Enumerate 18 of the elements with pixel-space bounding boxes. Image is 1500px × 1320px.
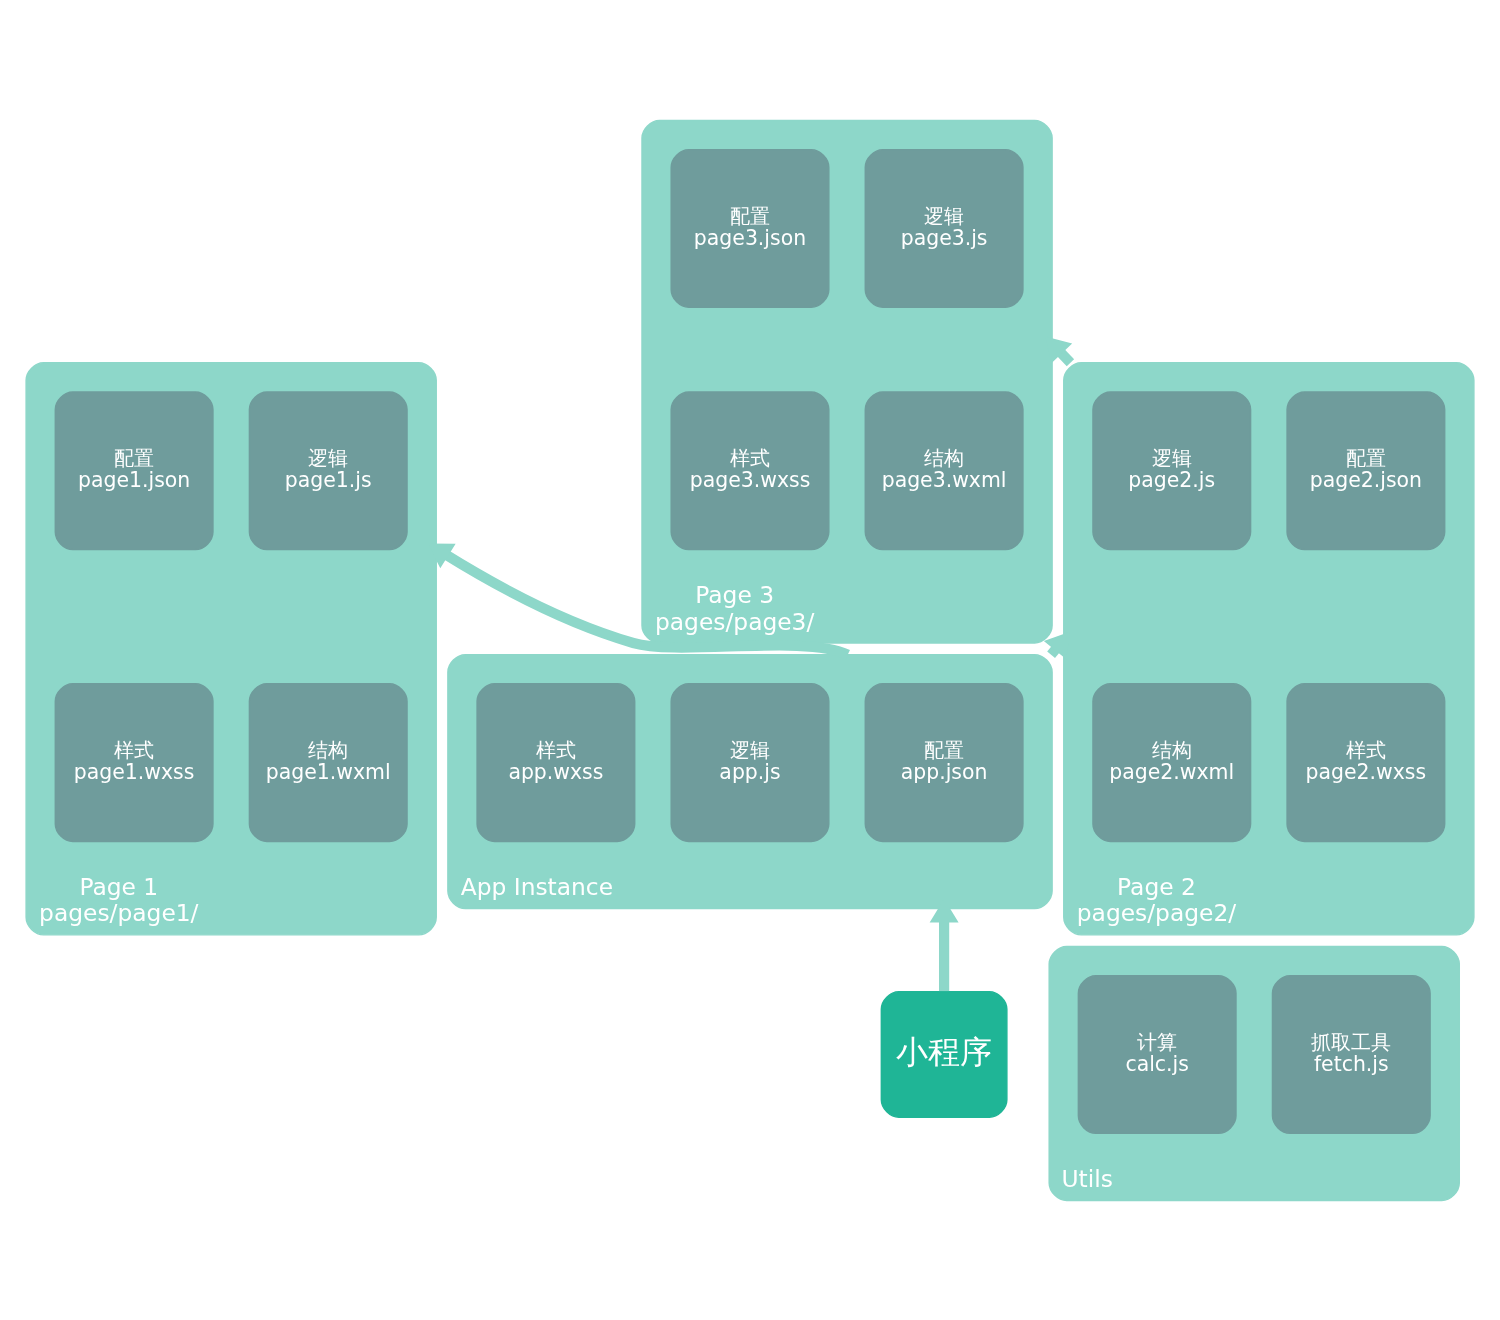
node-box: 配置 page1.json <box>54 390 214 550</box>
node-box: 样式 page3.wxss <box>670 390 830 550</box>
node-box: 结构 page2.wxml <box>1092 682 1252 842</box>
node-box: 样式 page1.wxss <box>54 682 214 842</box>
node-box: 配置 page2.json <box>1286 390 1446 550</box>
node-box: 样式 page2.wxss <box>1286 682 1446 842</box>
node-box: 抓取工具 fetch.js <box>1271 974 1431 1134</box>
node-box: 小程序 <box>880 990 1008 1118</box>
node-box: 配置 page3.json <box>670 148 830 308</box>
node-box: 结构 page3.wxml <box>864 390 1024 550</box>
node-box: 配置 app.json <box>864 682 1024 842</box>
node-box: 计算 calc.js <box>1077 974 1237 1134</box>
node-box: 逻辑 page3.js <box>864 148 1024 308</box>
node-box: 样式 app.wxss <box>476 682 636 842</box>
node-box: 结构 page1.wxml <box>248 682 408 842</box>
node-box: 逻辑 page2.js <box>1092 390 1252 550</box>
node-box: 逻辑 app.js <box>670 682 830 842</box>
node-box: 逻辑 page1.js <box>248 390 408 550</box>
